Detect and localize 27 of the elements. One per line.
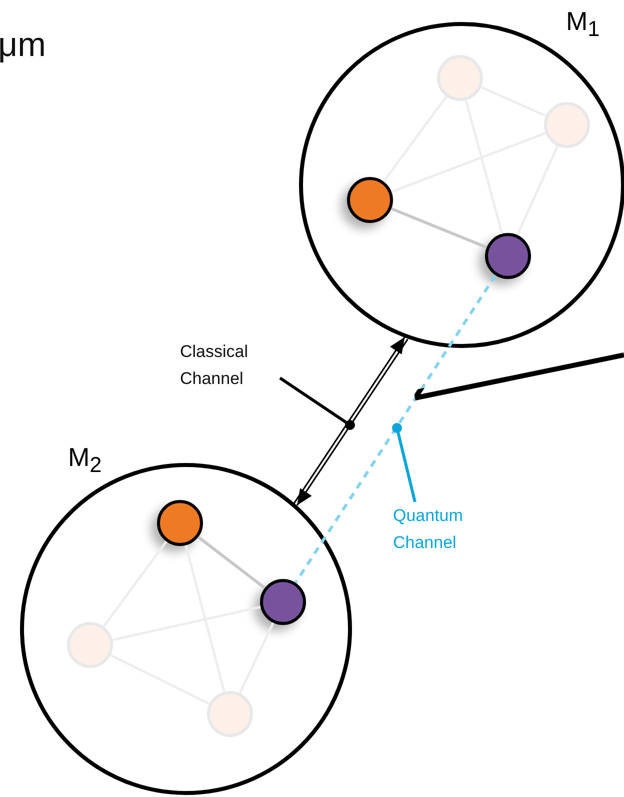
qubit-circle bbox=[260, 579, 306, 625]
double-arrow bbox=[293, 336, 409, 506]
qubit-circle bbox=[485, 233, 531, 279]
qubit-circle bbox=[437, 55, 483, 101]
dashed-line bbox=[294, 274, 497, 584]
qubit-circle bbox=[544, 102, 590, 148]
qubit-circle bbox=[207, 691, 253, 737]
connection-line bbox=[238, 622, 274, 694]
connection-line bbox=[197, 536, 266, 590]
module-label: M$_{1}$ bbox=[566, 6, 600, 42]
connection-line bbox=[391, 132, 546, 193]
connection-line bbox=[102, 540, 168, 628]
qubit-circle bbox=[347, 177, 393, 223]
connection-line bbox=[390, 207, 488, 249]
leader-line bbox=[392, 423, 416, 502]
connection-line bbox=[516, 145, 559, 236]
connection-line bbox=[184, 544, 226, 692]
connection-line bbox=[112, 606, 261, 642]
qubit-circle bbox=[157, 500, 203, 546]
qubit-circle bbox=[67, 622, 113, 668]
connection-line bbox=[382, 96, 448, 182]
connection-line bbox=[464, 100, 504, 234]
channel-label: Quantum Channel bbox=[393, 502, 493, 556]
leader-line bbox=[279, 376, 355, 430]
module-label: M$_{2}$ bbox=[68, 442, 102, 478]
channel-label: Classical Channel bbox=[180, 338, 280, 392]
scale-unit-label: μm bbox=[0, 26, 46, 65]
